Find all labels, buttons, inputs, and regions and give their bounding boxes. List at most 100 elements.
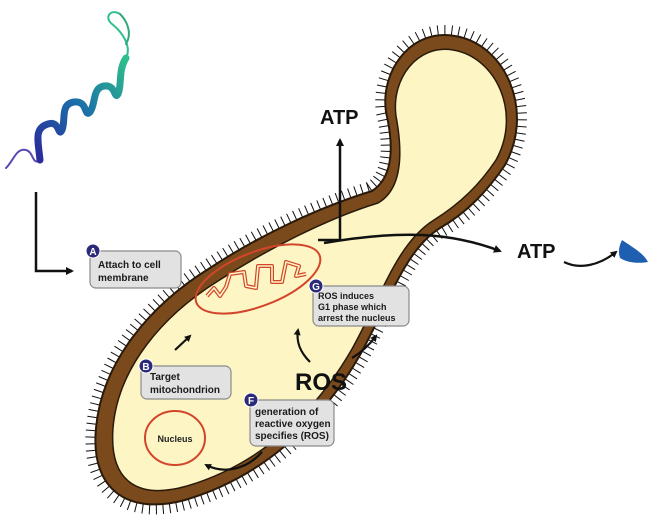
cilium bbox=[129, 323, 139, 331]
cilium bbox=[441, 226, 448, 236]
cilium bbox=[475, 34, 482, 44]
blue-droplet-icon bbox=[618, 240, 648, 263]
cilium bbox=[119, 497, 126, 508]
cilium bbox=[328, 195, 334, 205]
cilium bbox=[384, 63, 394, 70]
cilium bbox=[377, 118, 388, 122]
cilium bbox=[89, 402, 100, 406]
cilium bbox=[380, 138, 391, 140]
cilium bbox=[399, 275, 410, 281]
step-g-line-3: arrest the nucleus bbox=[318, 313, 396, 323]
atp-top-label: ATP bbox=[320, 107, 359, 129]
cilium bbox=[188, 269, 196, 278]
nucleus: Nucleus bbox=[144, 410, 206, 466]
cilium bbox=[379, 161, 390, 165]
cilium bbox=[279, 450, 287, 459]
step-f-callout: F generation of reactive oxygen specifie… bbox=[243, 392, 335, 447]
cilium bbox=[98, 376, 109, 381]
cilium bbox=[505, 162, 515, 169]
cilium bbox=[381, 70, 391, 76]
cilium bbox=[477, 198, 486, 207]
cilium bbox=[450, 25, 454, 36]
cilium bbox=[341, 383, 350, 391]
cilium bbox=[353, 186, 358, 196]
cilium bbox=[508, 157, 519, 163]
cilium bbox=[245, 234, 251, 244]
cilium bbox=[224, 484, 230, 495]
step-a-line-2: membrane bbox=[98, 273, 149, 284]
cilium bbox=[194, 265, 201, 275]
cilium bbox=[408, 35, 415, 45]
cilium bbox=[375, 91, 386, 94]
cilium bbox=[375, 105, 386, 108]
cilium bbox=[510, 151, 521, 156]
step-b-callout: B Target mitochondrion bbox=[138, 358, 232, 400]
cilium bbox=[200, 494, 205, 505]
cilium bbox=[391, 51, 401, 59]
cilium bbox=[86, 422, 97, 425]
cilium bbox=[491, 47, 499, 56]
cilium bbox=[96, 382, 106, 387]
cilium bbox=[509, 77, 519, 83]
cilium bbox=[503, 64, 513, 71]
cilium bbox=[462, 211, 470, 221]
cilium bbox=[104, 363, 114, 369]
entry-arrow bbox=[34, 192, 74, 275]
step-g-line-1: ROS induces bbox=[318, 291, 374, 301]
cilium bbox=[421, 28, 427, 39]
atp-to-drop-arrow bbox=[563, 250, 618, 267]
cilium bbox=[340, 190, 346, 201]
cilium bbox=[429, 26, 433, 37]
step-a-line-1: Attach to cell bbox=[98, 260, 161, 271]
cilium bbox=[486, 189, 495, 197]
cilium bbox=[373, 175, 382, 183]
cilium bbox=[495, 52, 504, 61]
cilium bbox=[101, 369, 111, 375]
cilium bbox=[304, 205, 310, 215]
cilium bbox=[348, 372, 358, 380]
ros-label: ROS bbox=[295, 369, 347, 396]
cilium bbox=[373, 327, 384, 333]
cilium bbox=[101, 485, 110, 493]
cilium bbox=[377, 166, 388, 172]
cilium bbox=[274, 454, 281, 463]
cilium bbox=[206, 492, 211, 503]
cilium bbox=[193, 496, 199, 507]
cilium bbox=[499, 58, 509, 66]
cilium bbox=[414, 31, 421, 42]
cilium bbox=[125, 329, 135, 336]
cilium bbox=[241, 475, 248, 485]
cilium bbox=[168, 503, 172, 514]
cilium bbox=[162, 289, 170, 299]
cilium bbox=[256, 228, 263, 238]
cilium bbox=[212, 490, 217, 500]
cilium bbox=[181, 500, 185, 511]
step-g-callout: G ROS induces G1 phase which arrest the … bbox=[308, 278, 410, 327]
cilium bbox=[402, 40, 410, 49]
cilium bbox=[93, 474, 103, 481]
cilium bbox=[148, 504, 151, 515]
cilium bbox=[280, 216, 286, 226]
cilium bbox=[91, 395, 102, 400]
cilium bbox=[516, 105, 527, 108]
cilium bbox=[333, 394, 343, 402]
step-f-line-3: specifies (ROS) bbox=[255, 431, 329, 442]
cilium bbox=[107, 357, 117, 364]
cilium bbox=[97, 480, 106, 487]
cilium bbox=[86, 456, 97, 459]
cilium bbox=[472, 203, 481, 212]
cilium bbox=[258, 465, 265, 475]
cilium bbox=[134, 318, 143, 326]
cilium bbox=[481, 38, 488, 47]
cilium bbox=[157, 294, 166, 303]
cilium bbox=[88, 408, 99, 412]
cilium bbox=[506, 70, 516, 77]
cilium bbox=[498, 173, 507, 181]
cilium bbox=[387, 57, 397, 64]
cilium bbox=[351, 367, 361, 374]
mitochondrion bbox=[194, 243, 322, 315]
cilium bbox=[263, 461, 271, 471]
cilium bbox=[380, 156, 391, 159]
step-b-line-1: Target bbox=[150, 372, 180, 383]
